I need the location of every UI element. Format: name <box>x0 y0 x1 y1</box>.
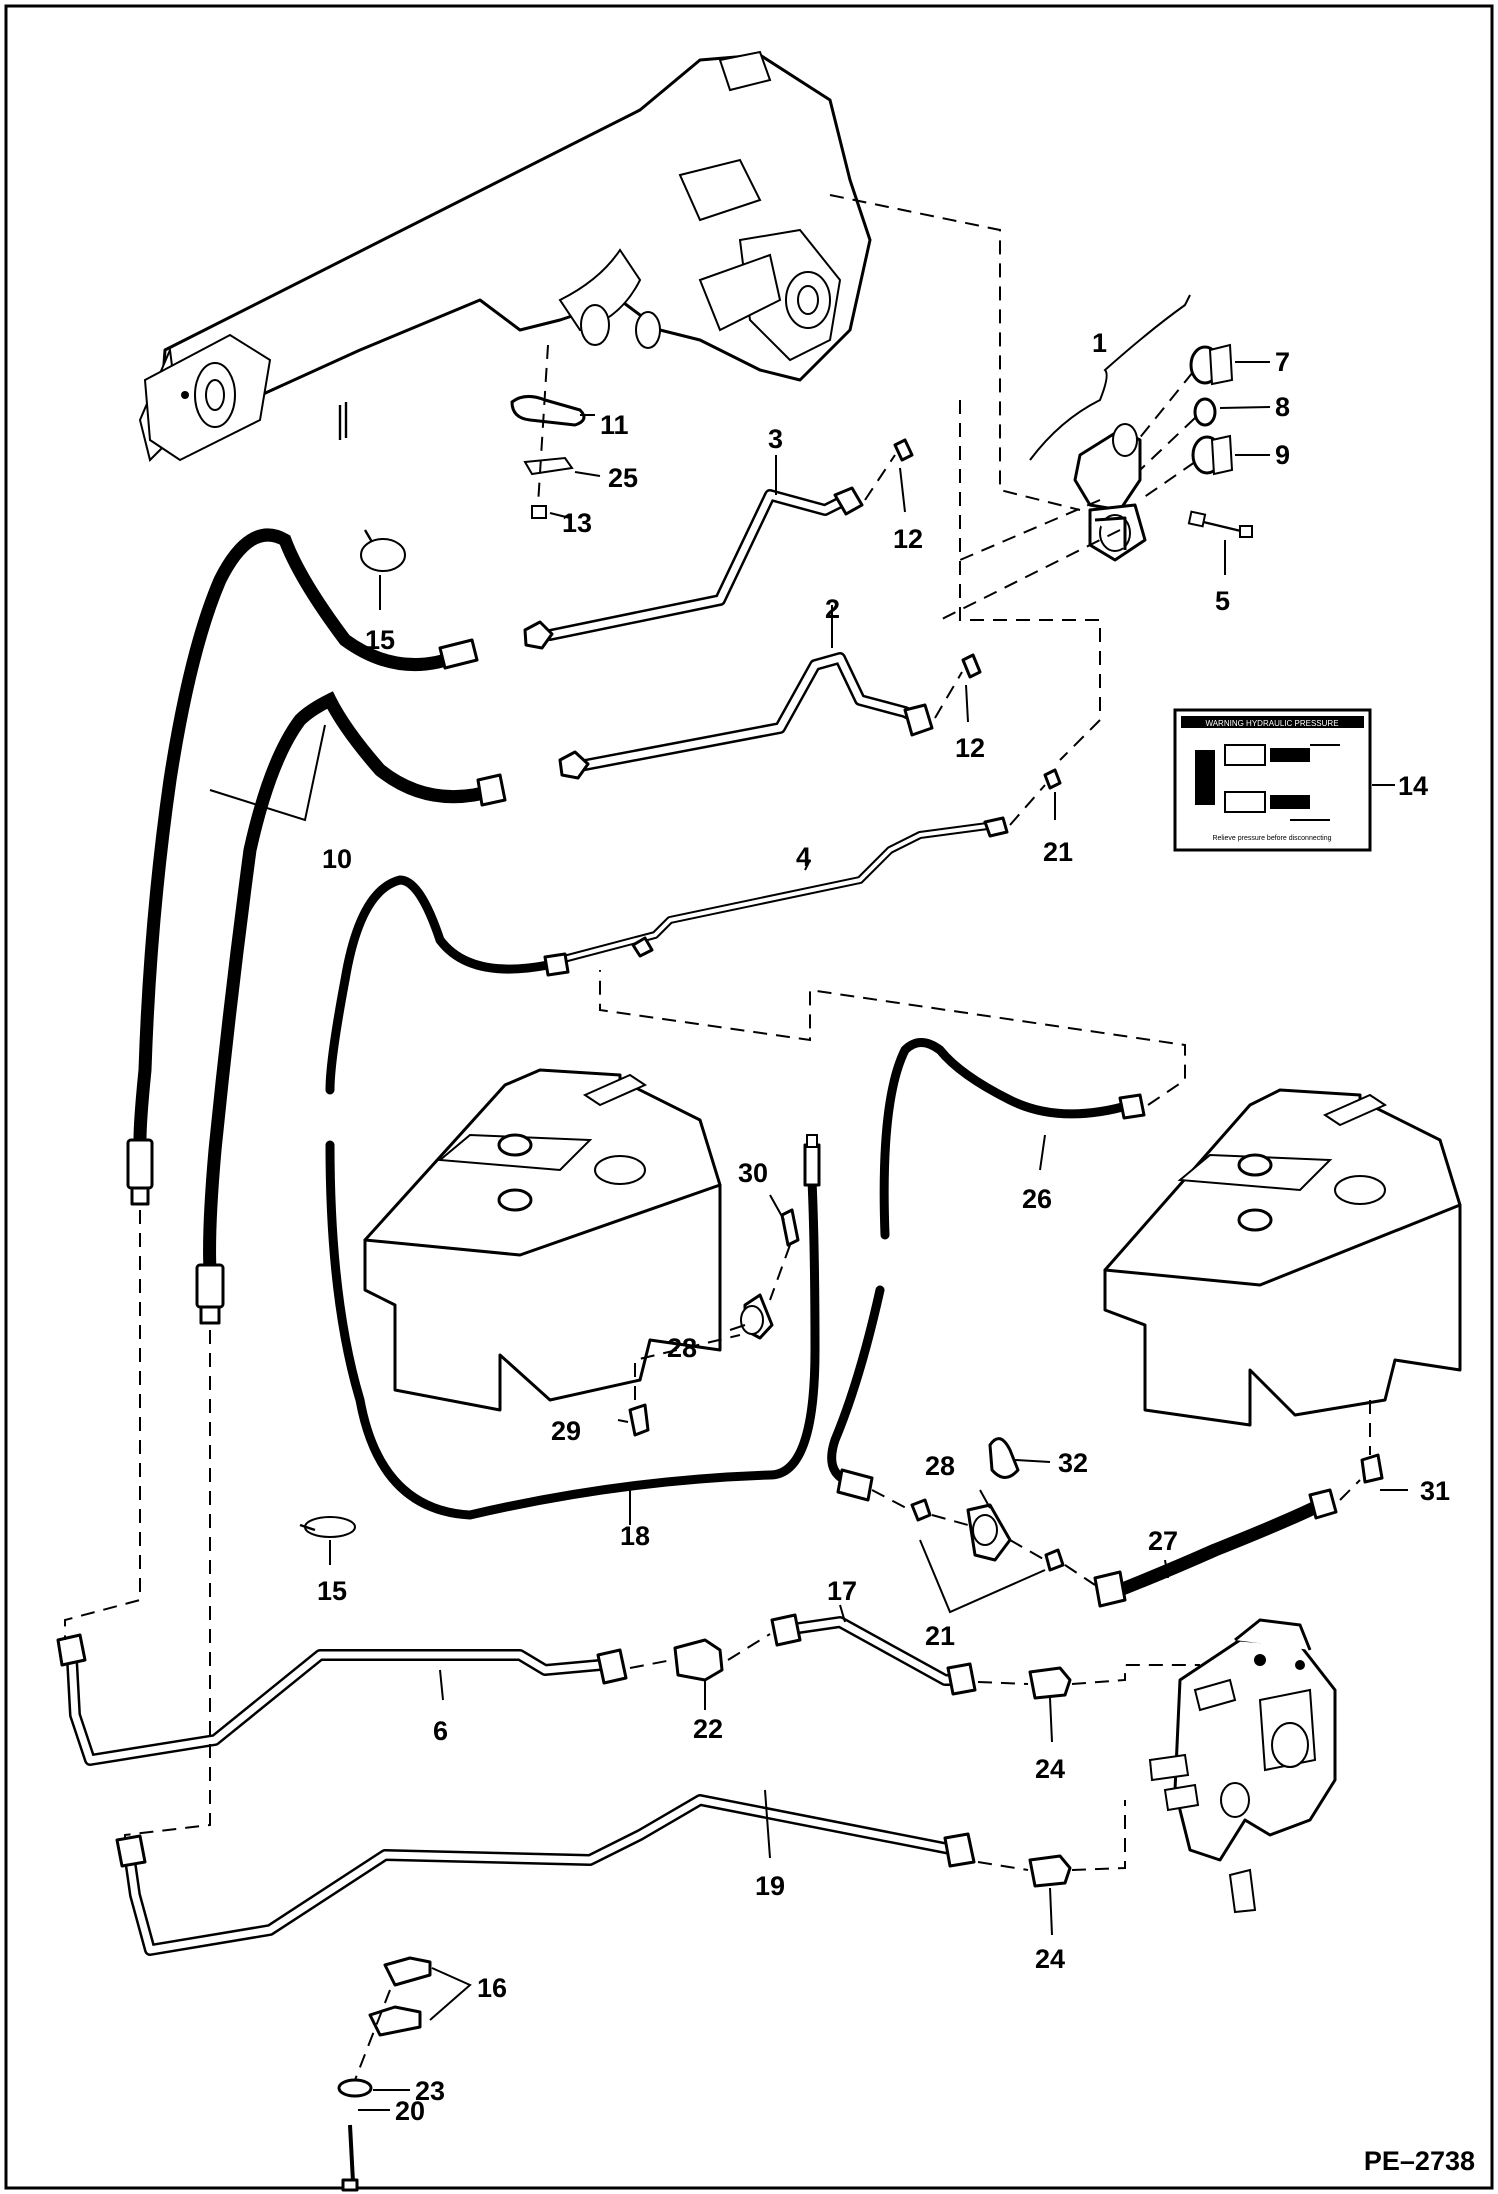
clamp-32 <box>988 1437 1020 1479</box>
callout-5: 5 <box>1215 586 1230 616</box>
callout-21-lower: 21 <box>925 1621 955 1651</box>
callout-26: 26 <box>1022 1184 1052 1214</box>
routing-line-12 <box>959 400 1101 761</box>
callout-23: 23 <box>415 2076 445 2106</box>
tube-17 <box>727 1613 977 1696</box>
hose-10-upper <box>126 528 479 1206</box>
callout-1: 1 <box>1092 328 1107 358</box>
drawing-border <box>4 4 1494 2190</box>
callout-29: 29 <box>551 1416 581 1446</box>
fitting-24-upper <box>977 1664 1200 1700</box>
routing-line-26 <box>599 970 1186 1106</box>
leader-10 <box>209 724 326 822</box>
callout-22: 22 <box>693 1714 723 1744</box>
callout-24-lower: 24 <box>1035 1944 1065 1974</box>
callout-15-lower: 15 <box>317 1576 347 1606</box>
fitting-28-right <box>966 1503 1012 1562</box>
routing-line-arm <box>829 194 1081 511</box>
tube-2 <box>558 652 982 780</box>
callout-8: 8 <box>1275 392 1290 422</box>
callout-18: 18 <box>620 1521 650 1551</box>
callout-15-upper: 15 <box>365 625 395 655</box>
callout-28-left: 28 <box>667 1333 697 1363</box>
callout-14: 14 <box>1398 771 1428 801</box>
decal-footer: Relieve pressure before disconnecting <box>1212 835 1331 842</box>
fitting-24-lower <box>1028 1800 1126 1888</box>
callout-28-right: 28 <box>925 1451 955 1481</box>
callout-30: 30 <box>738 1158 768 1188</box>
fitting-30 <box>780 1208 800 1247</box>
decal-header: WARNING HYDRAULIC PRESSURE <box>1205 719 1338 728</box>
callout-25: 25 <box>608 463 638 493</box>
hose-10-lower <box>195 691 507 1325</box>
callout-7: 7 <box>1275 347 1290 377</box>
clamp-15-top <box>360 529 406 572</box>
callout-12-lower: 12 <box>955 733 985 763</box>
callout-13: 13 <box>562 508 592 538</box>
reservoir-left <box>363 1068 722 1412</box>
routing-line-29 <box>634 1334 741 1400</box>
routing-line-16 <box>354 1989 391 2081</box>
callout-11: 11 <box>600 410 629 440</box>
figure-code: PE–2738 <box>1364 2146 1475 2176</box>
callout-4: 4 <box>796 842 811 872</box>
lift-arm <box>138 50 872 462</box>
clamp-15-bottom <box>299 1516 356 1538</box>
hose-18 <box>325 875 821 1520</box>
callout-3: 3 <box>768 424 783 454</box>
clamp-16 <box>368 1956 432 2037</box>
callout-32: 32 <box>1058 1448 1088 1478</box>
bolt-20 <box>341 2124 359 2192</box>
tube-4 <box>558 768 1062 964</box>
callout-31: 31 <box>1420 1476 1450 1506</box>
fitting-21-pair <box>871 1489 1096 1586</box>
decal-14: WARNING HYDRAULIC PRESSURE Relieve press… <box>1173 708 1372 852</box>
callout-17: 17 <box>827 1576 857 1606</box>
control-valve <box>1148 1618 1337 1914</box>
routing-line-30 <box>769 1244 791 1301</box>
callout-9: 9 <box>1275 440 1290 470</box>
hose-26 <box>599 970 1186 1240</box>
callout-12-upper: 12 <box>893 524 923 554</box>
callout-labels: 1 2 3 4 5 6 7 8 9 10 11 12 12 13 14 15 1… <box>317 328 1450 2126</box>
fitting-29 <box>628 1403 650 1437</box>
tube-3 <box>523 438 914 650</box>
tube-19 <box>115 1330 1029 1956</box>
hose-27 <box>827 1285 1384 1608</box>
reservoir-right <box>1103 1088 1462 1455</box>
union-22 <box>629 1638 724 1682</box>
clamp-assembly-11 <box>510 344 586 519</box>
tube-6 <box>56 1210 628 1766</box>
callout-27: 27 <box>1148 1526 1178 1556</box>
callout-21-upper: 21 <box>1043 837 1073 867</box>
callout-leaders <box>329 361 1408 2111</box>
fitting-28-left <box>740 1293 774 1340</box>
washer-23 <box>337 2078 373 2098</box>
callout-24-upper: 24 <box>1035 1754 1065 1784</box>
callout-16: 16 <box>477 1973 507 2003</box>
callout-2: 2 <box>825 594 840 624</box>
callout-20: 20 <box>395 2096 425 2126</box>
callout-6: 6 <box>433 1716 448 1746</box>
callout-10: 10 <box>322 844 352 874</box>
callout-19: 19 <box>755 1871 785 1901</box>
